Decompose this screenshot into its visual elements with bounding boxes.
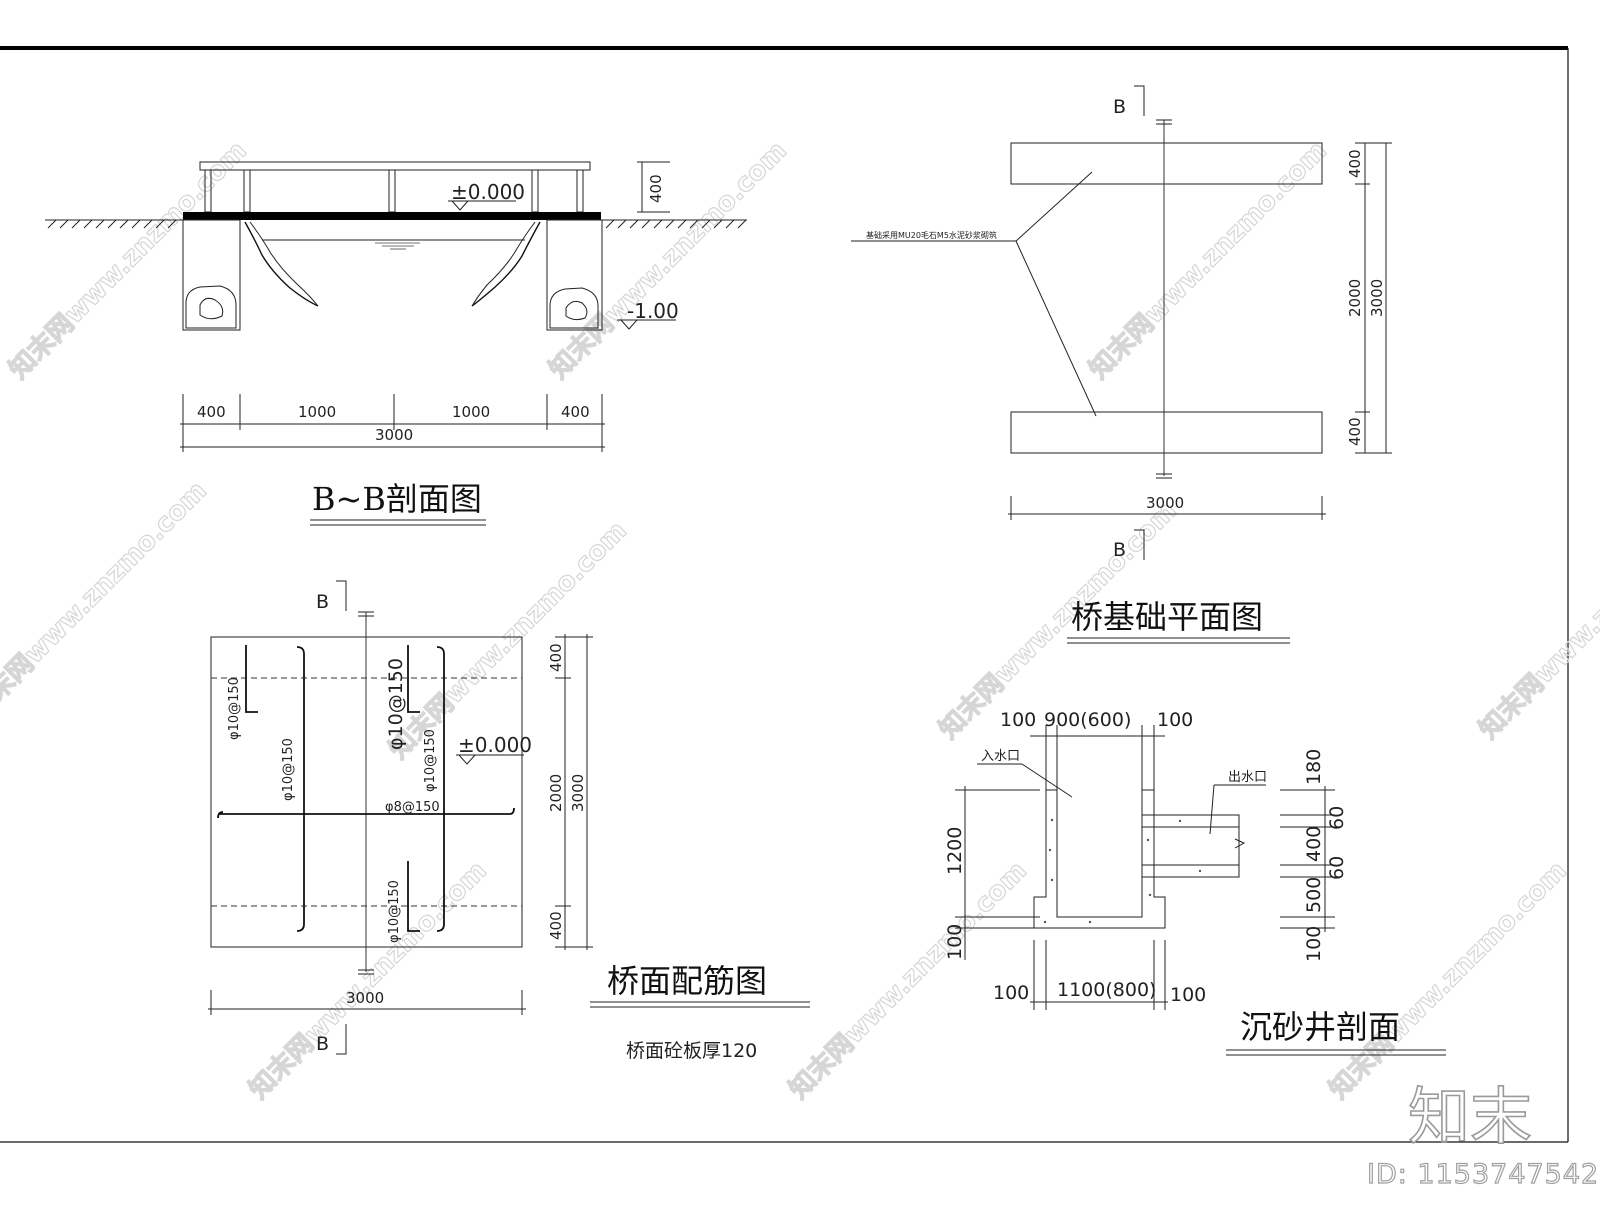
watermark-text: 知末网www.znzmo.com (544, 136, 793, 385)
outlet-label: 出水口 (1228, 770, 1267, 785)
section-mark-top: B (316, 591, 329, 613)
dim-right: 60 (1326, 856, 1348, 880)
dim-bottom: 100 (1170, 984, 1206, 1006)
bb-section-drawing: ±0.000 -1.00 400 400 1000 1000 400 3000 … (45, 161, 747, 526)
dim-rail-height: 400 (647, 174, 665, 203)
foundation-note: 基础采用MU20毛石M5水泥砂浆砌筑 (866, 230, 997, 240)
rebar-elevation: ±0.000 (458, 733, 532, 757)
dim-side: 400 (547, 911, 565, 940)
dim-right: 500 (1303, 877, 1325, 913)
dim-side: 400 (547, 643, 565, 672)
dim-side: 400 (1346, 149, 1364, 178)
image-id-label: ID: 1153747542 (1367, 1159, 1599, 1190)
dim-bottom: 3000 (1146, 494, 1184, 512)
dim-left-bottom: 100 (944, 924, 966, 960)
elevation-top: ±0.000 (451, 180, 525, 204)
rebar-label: φ10@150 (387, 880, 402, 943)
sheet-frame (0, 46, 1569, 1143)
watermark-text: 知末网www.znzmo.com (0, 476, 213, 725)
dim-side: 2000 (547, 774, 565, 812)
dim-total: 3000 (375, 426, 413, 444)
rebar-label: φ10@150 (385, 658, 407, 750)
rebar-plan-subtitle: 桥面砼板厚120 (626, 1040, 757, 1062)
dim-side-total: 3000 (1368, 279, 1386, 317)
dim-bottom: 1100(800) (1057, 979, 1156, 1001)
dim-segment: 1000 (298, 403, 336, 421)
sand-well-title: 沉砂井剖面 (1240, 1008, 1400, 1046)
elevation-bottom: -1.00 (627, 299, 679, 323)
watermark-text: 知末网www.znzmo.com (384, 516, 633, 765)
rebar-label: φ10@150 (227, 677, 242, 740)
section-mark-bottom: B (316, 1033, 329, 1055)
sand-well-drawing: 入水口 出水口 100 900(600) 100 100 1100(800) 1… (944, 709, 1446, 1056)
rebar-label: φ10@150 (281, 738, 296, 801)
watermark-text: 知末网www.znzmo.com (1084, 136, 1333, 385)
section-mark-top: B (1113, 96, 1126, 118)
dim-side: 400 (1346, 417, 1364, 446)
watermark-text: 知末网www.znzmo.com (1324, 856, 1573, 1105)
dim-left-height: 1200 (944, 827, 966, 875)
dim-side-total: 3000 (569, 774, 587, 812)
dim-top: 900(600) (1044, 709, 1131, 731)
rebar-plan-title: 桥面配筋图 (607, 962, 767, 1000)
dim-top: 100 (1157, 709, 1193, 731)
dim-side: 2000 (1346, 279, 1364, 317)
watermark-text: 知末网www.znzmo.com (4, 136, 253, 385)
rebar-label: φ8@150 (385, 800, 440, 815)
watermark-text: 知末网www.znzmo.com (1474, 496, 1600, 745)
dim-top: 100 (1000, 709, 1036, 731)
foundation-plan-drawing: B B 基础采用MU20毛石M5水泥砂浆砌筑 400 2000 400 3000… (851, 85, 1392, 644)
foundation-plan-title: 桥基础平面图 (1071, 598, 1263, 636)
inlet-label: 入水口 (981, 749, 1020, 764)
brand-logo: 知末 (1408, 1080, 1532, 1153)
bb-section-title: B~B剖面图 (312, 480, 482, 518)
dim-segment: 400 (561, 403, 590, 421)
dim-right: 400 (1303, 826, 1325, 862)
watermark-text: 知末网www.znzmo.com (784, 856, 1033, 1105)
dim-segment: 1000 (452, 403, 490, 421)
dim-bottom: 3000 (346, 989, 384, 1007)
dim-bottom: 100 (993, 982, 1029, 1004)
rebar-label: φ10@150 (423, 729, 438, 792)
dim-segment: 400 (197, 403, 226, 421)
section-mark-bottom: B (1113, 539, 1126, 561)
dim-right: 100 (1303, 926, 1325, 962)
watermark-text: 知末网www.znzmo.com (244, 856, 493, 1105)
dim-right: 180 (1303, 749, 1325, 785)
rebar-plan-drawing: φ10@150 φ10@150 φ10@150 φ10@150 φ8@150 φ… (208, 580, 810, 1062)
dim-right: 60 (1326, 806, 1348, 830)
